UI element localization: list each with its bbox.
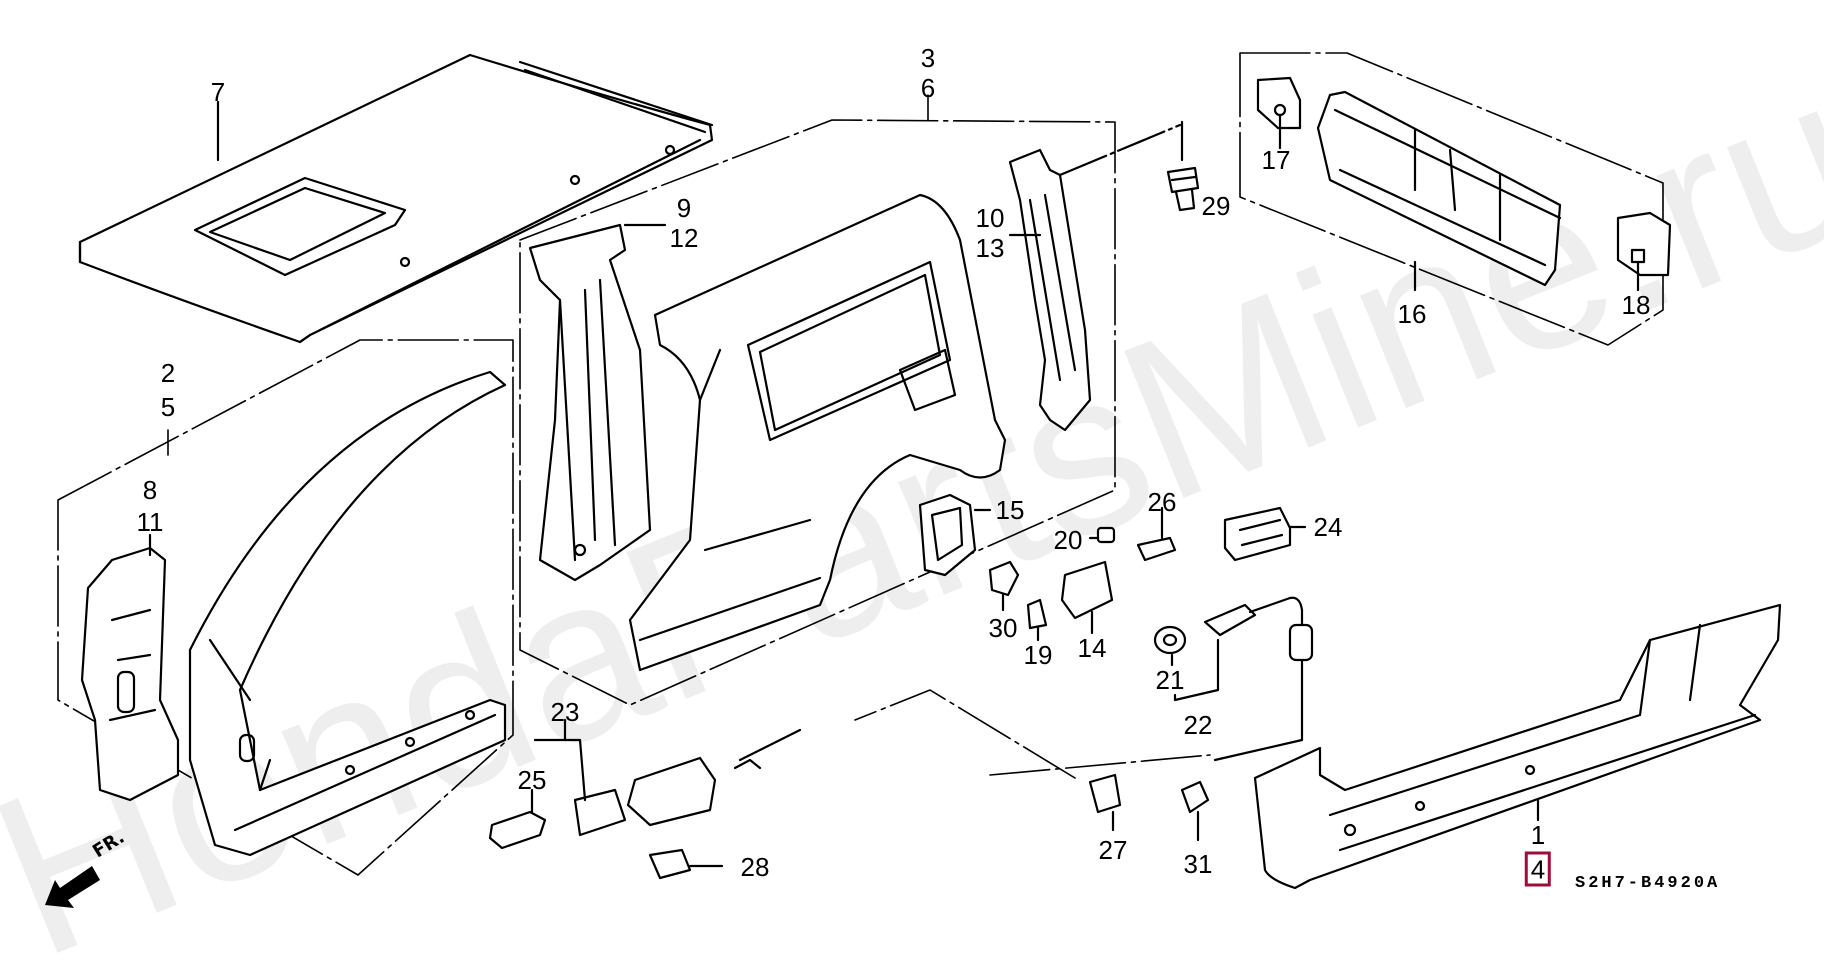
callout-1[interactable]: 1 (1530, 820, 1546, 850)
callout-29[interactable]: 29 (1201, 191, 1231, 221)
rear-panel-group-outline (519, 94, 1116, 706)
cable-routing-line (854, 689, 1211, 779)
callout-9[interactable]: 9 (676, 193, 692, 223)
callout-23[interactable]: 23 (550, 697, 580, 727)
callout-19[interactable]: 19 (1023, 640, 1053, 670)
callout-21[interactable]: 21 (1155, 665, 1185, 695)
front-direction-arrow-icon (45, 866, 100, 908)
rear-panel-bracket-left[interactable] (1256, 76, 1302, 130)
fuel-lid-opener-cap-26[interactable] (1136, 506, 1177, 562)
spring-19[interactable] (1026, 598, 1048, 642)
callout-22[interactable]: 22 (1183, 710, 1213, 740)
fuel-lid-14[interactable] (1060, 560, 1114, 635)
rear-panel-box-outline (1239, 52, 1664, 346)
cable-holder-31[interactable] (1180, 780, 1210, 842)
bolt-29[interactable] (1166, 120, 1200, 212)
grommet-21[interactable] (1153, 625, 1187, 667)
hood-latch-bracket[interactable] (533, 718, 717, 837)
leader-29-group (1058, 123, 1182, 177)
callout-4-highlighted[interactable]: 4 (1524, 851, 1552, 887)
drawing-code: S2H7-B4920A (1575, 874, 1721, 893)
callout-11[interactable]: 11 (136, 507, 164, 537)
callout-25[interactable]: 25 (517, 765, 547, 795)
callout-8[interactable]: 8 (142, 475, 158, 505)
cable-end[interactable] (733, 728, 802, 770)
rear-panel[interactable] (1316, 90, 1562, 287)
callout-27[interactable]: 27 (1098, 835, 1128, 865)
callout-12[interactable]: 12 (669, 223, 699, 253)
side-sill-panel[interactable] (1253, 603, 1782, 890)
rear-outer-panel[interactable] (628, 193, 1007, 672)
callout-13[interactable]: 13 (975, 233, 1005, 263)
front-panel-group-outline (57, 339, 514, 876)
callout-5[interactable]: 5 (160, 392, 176, 422)
callout-26[interactable]: 26 (1147, 487, 1177, 517)
callout-16[interactable]: 16 (1397, 299, 1427, 329)
callout-24[interactable]: 24 (1313, 512, 1343, 542)
fuel-lid-opener-cable-22[interactable] (1173, 596, 1314, 762)
callout-3[interactable]: 3 (920, 43, 936, 73)
stopper-25[interactable] (488, 788, 547, 850)
roof-panel[interactable] (78, 53, 714, 344)
flange-bolt-28[interactable] (648, 848, 724, 880)
callout-10[interactable]: 10 (975, 203, 1005, 233)
rear-pillar-stiffener[interactable] (1008, 148, 1092, 432)
callout-20[interactable]: 20 (1053, 525, 1083, 555)
callout-17[interactable]: 17 (1261, 145, 1291, 175)
callout-31[interactable]: 31 (1183, 849, 1213, 879)
callout-18[interactable]: 18 (1621, 290, 1651, 320)
callout-28[interactable]: 28 (740, 852, 770, 882)
callout-30[interactable]: 30 (988, 613, 1018, 643)
callout-2[interactable]: 2 (160, 358, 176, 388)
rear-panel-bracket-right[interactable] (1616, 211, 1672, 277)
b-pillar-inner[interactable] (528, 223, 652, 582)
fuel-filler-housing[interactable] (918, 493, 977, 577)
a-pillar-inner[interactable] (80, 546, 180, 802)
callout-7[interactable]: 7 (210, 77, 226, 107)
callout-14[interactable]: 14 (1077, 633, 1107, 663)
callout-15[interactable]: 15 (995, 495, 1025, 525)
fuel-lid-hinge-cover-30[interactable] (988, 560, 1020, 612)
callout-6[interactable]: 6 (920, 73, 936, 103)
fuel-lid-latch-24[interactable] (1223, 506, 1307, 562)
cable-clip-27[interactable] (1088, 773, 1122, 832)
clip-20[interactable] (1096, 526, 1116, 544)
front-outer-panel[interactable] (188, 370, 507, 857)
